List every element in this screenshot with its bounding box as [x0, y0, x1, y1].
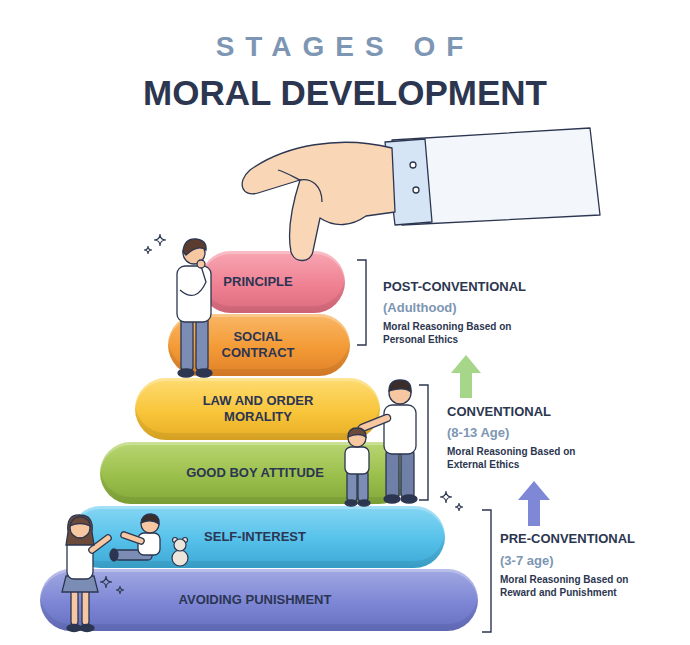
label-slot: POST-CONVENTIONAL [383, 279, 553, 295]
stage-band: SELF-INTEREST [70, 506, 445, 568]
age-range: (3-7 age) [500, 553, 620, 569]
stage-band: PRINCIPLE [200, 251, 345, 313]
level-description: Moral Reasoning Based on Reward and Puni… [500, 573, 635, 599]
age-range: (Adulthood) [383, 300, 503, 316]
stage-label: GOOD BOY ATTITUDE [186, 465, 324, 481]
up-arrow [518, 481, 550, 526]
level-heading: POST-CONVENTIONAL [383, 279, 553, 295]
label-slot: PRE-CONVENTIONAL [500, 531, 680, 547]
level-description: Moral Reasoning Based on External Ethics [447, 445, 582, 471]
stage-label: SELF-INTEREST [204, 529, 306, 545]
label-slot: Moral Reasoning Based on External Ethics [447, 445, 582, 471]
label-slot: Moral Reasoning Based on Personal Ethics [383, 320, 518, 346]
level-bracket [419, 385, 428, 500]
level-heading: CONVENTIONAL [447, 404, 597, 420]
level-heading: PRE-CONVENTIONAL [500, 531, 680, 547]
level-description: Moral Reasoning Based on Personal Ethics [383, 320, 518, 346]
label-slot: (3-7 age) [500, 553, 620, 569]
stage-band: AVOIDING PUNISHMENT [40, 569, 478, 631]
label-slot: Moral Reasoning Based on Reward and Puni… [500, 573, 635, 599]
up-arrow [451, 355, 481, 398]
title-block: STAGES OF MORAL DEVELOPMENT [139, 24, 551, 116]
stage-label: PRINCIPLE [223, 274, 292, 290]
stage-label: LAW AND ORDER MORALITY [196, 393, 320, 425]
label-slot: CONVENTIONAL [447, 404, 597, 420]
level-bracket [357, 260, 366, 345]
age-range: (8-13 Age) [447, 425, 567, 441]
label-slot: (Adulthood) [383, 300, 503, 316]
stage-band: GOOD BOY ATTITUDE [100, 442, 410, 504]
stage-band: LAW AND ORDER MORALITY [135, 378, 380, 440]
diagram-title: STAGES OF MORAL DEVELOPMENT [139, 24, 551, 116]
stage-label: SOCIAL CONTRACT [212, 329, 304, 361]
label-slot: (8-13 Age) [447, 425, 567, 441]
stage-band: SOCIAL CONTRACT [168, 314, 350, 376]
stage-label: AVOIDING PUNISHMENT [179, 592, 332, 608]
level-bracket [482, 510, 491, 632]
reaching-hand [242, 128, 600, 261]
